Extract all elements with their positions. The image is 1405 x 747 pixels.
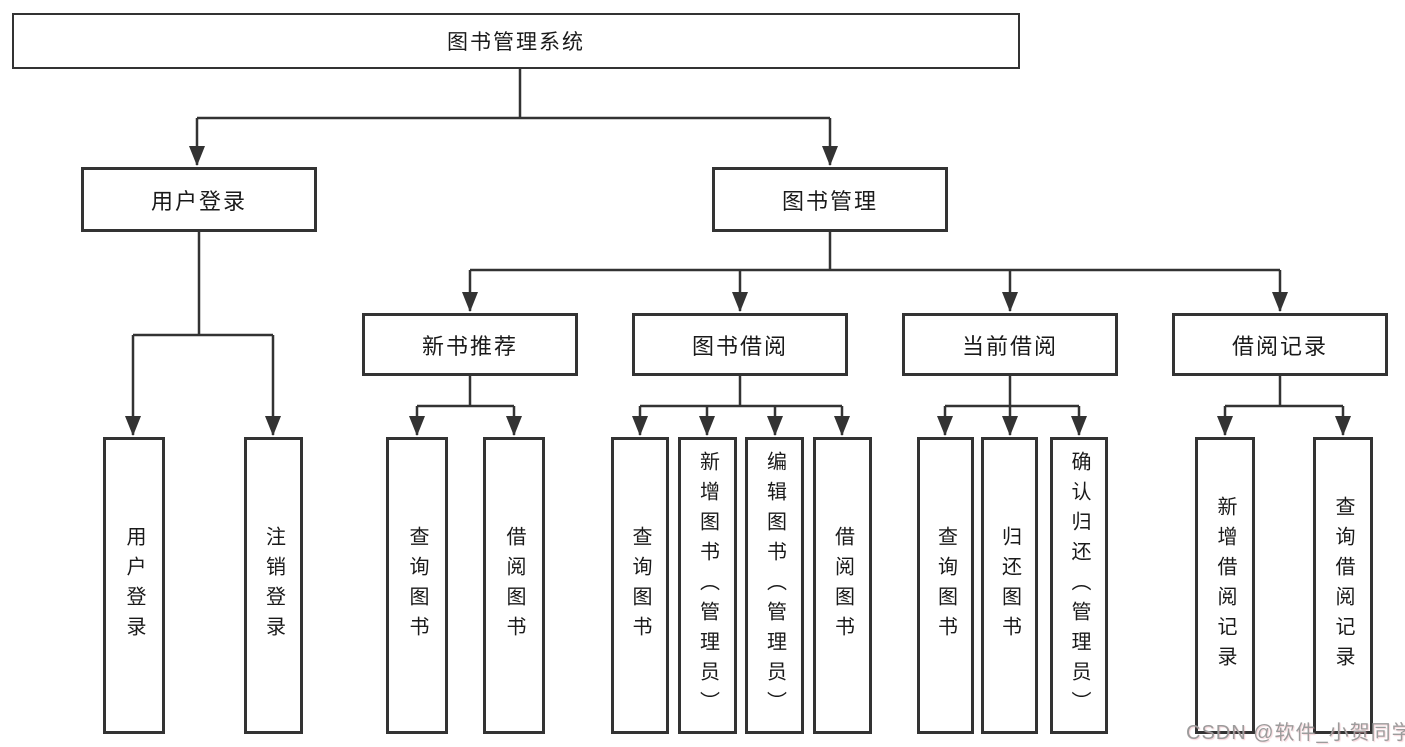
leaf-query-books-borrowing: 查询图书 <box>611 437 669 734</box>
node-book-management: 图书管理 <box>712 167 948 232</box>
leaf-query-books-current: 查询图书 <box>917 437 974 734</box>
leaf-add-borrow-record: 新增借阅记录 <box>1195 437 1255 734</box>
leaf-return-books: 归还图书 <box>981 437 1038 734</box>
leaf-add-books-admin: 新增图书（管理员） <box>678 437 737 734</box>
node-user-login: 用户登录 <box>81 167 317 232</box>
leaf-logout: 注销登录 <box>244 437 303 734</box>
leaf-confirm-return-admin: 确认归还（管理员） <box>1050 437 1108 734</box>
leaf-borrow-books-borrowing: 借阅图书 <box>813 437 872 734</box>
node-current-borrowing: 当前借阅 <box>902 313 1118 376</box>
node-new-book-recommend: 新书推荐 <box>362 313 578 376</box>
leaf-query-borrow-record: 查询借阅记录 <box>1313 437 1373 734</box>
csdn-watermark: CSDN @软件_小贺同学 <box>1186 722 1405 744</box>
node-book-borrowing: 图书借阅 <box>632 313 848 376</box>
node-root: 图书管理系统 <box>12 13 1020 69</box>
leaf-query-books-recommend: 查询图书 <box>386 437 448 734</box>
leaf-user-login: 用户登录 <box>103 437 165 734</box>
node-borrow-records: 借阅记录 <box>1172 313 1388 376</box>
leaf-borrow-books-recommend: 借阅图书 <box>483 437 545 734</box>
leaf-edit-books-admin: 编辑图书（管理员） <box>745 437 804 734</box>
